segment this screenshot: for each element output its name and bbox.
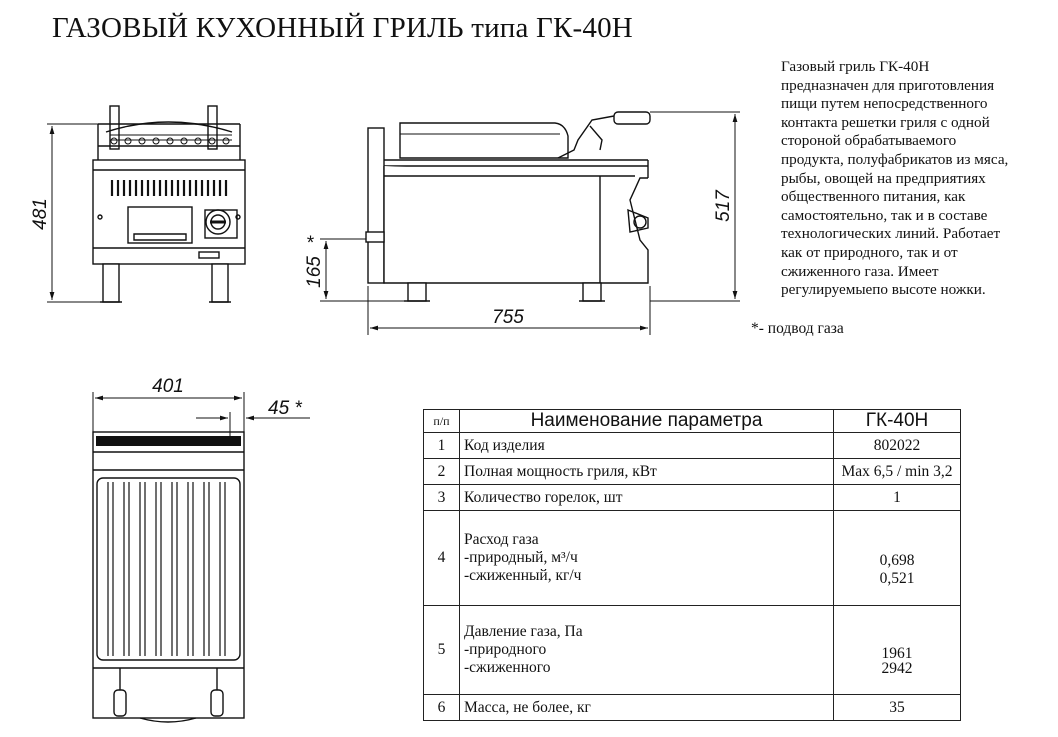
table-row: 6 Масса, не более, кг 35	[423, 694, 961, 721]
gas-inlet-note: *- подвод газа	[751, 320, 844, 337]
row-name: Масса, не более, кг	[459, 694, 834, 721]
dim-gas-inlet-star: *	[306, 233, 314, 254]
description-line: пищи путем непосредственного	[781, 95, 988, 113]
table-row: 5 Давление газа, Па -природного -сжиженн…	[423, 605, 961, 695]
table-row: 1 Код изделия 802022	[423, 432, 961, 459]
description-line: предназначен для приготовления	[781, 76, 995, 94]
row-name: Расход газа	[464, 531, 539, 548]
row-num: 4	[423, 510, 460, 606]
description-line: продукта, полуфабрикатов из мяса,	[781, 150, 1009, 168]
side-view-drawing	[365, 111, 651, 302]
row-value-group: 0,698 0,521	[833, 510, 961, 606]
description-line: самостоятельно, так и в составе	[781, 206, 988, 224]
header-value: ГК-40Н	[833, 409, 961, 433]
row-value: 802022	[833, 432, 961, 459]
row-name: Количество горелок, шт	[459, 484, 834, 511]
row-subname: -природного	[464, 641, 547, 658]
row-num: 3	[423, 484, 460, 511]
row-subvalue: 1961	[881, 645, 913, 662]
row-subvalue: 0,698	[879, 552, 915, 569]
description-line: стороной обрабатываемого	[781, 132, 957, 150]
dim-depth: 755	[492, 307, 524, 328]
description-line: контакта решетки гриля с одной	[781, 113, 990, 131]
row-subvalue: 0,521	[879, 570, 915, 587]
row-subvalue: 2942	[881, 660, 913, 677]
row-name: Код изделия	[459, 432, 834, 459]
page-title: ГАЗОВЫЙ КУХОННЫЙ ГРИЛЬ типа ГК-40Н	[52, 12, 633, 44]
dim-width: 401	[152, 376, 184, 397]
dim-front-height: 481	[30, 198, 51, 230]
description-line: как от природного, так и от	[781, 243, 958, 261]
top-view-drawing	[92, 431, 245, 723]
table-row: 3 Количество горелок, шт 1	[423, 484, 961, 511]
description-line: сжиженного газа. Имеет	[781, 262, 939, 280]
description-line: общественного питания, как	[781, 188, 966, 206]
header-name: Наименование параметра	[459, 409, 834, 433]
row-num: 1	[423, 432, 460, 459]
table-row: 4 Расход газа -природный, м³/ч -сжиженны…	[423, 510, 961, 606]
row-name-group: Давление газа, Па -природного -сжиженног…	[459, 605, 834, 695]
row-name: Давление газа, Па	[464, 623, 583, 640]
description-line: регулируемыепо высоте ножки.	[781, 281, 986, 299]
row-subname: -сжиженный, кг/ч	[464, 567, 582, 584]
dim-gas-inlet-height: 165	[304, 256, 325, 288]
product-description: Газовый гриль ГК-40Н предназначен для пр…	[781, 58, 1051, 300]
front-view-drawing	[92, 105, 246, 303]
row-name-group: Расход газа -природный, м³/ч -сжиженный,…	[459, 510, 834, 606]
description-line: Газовый гриль ГК-40Н	[781, 58, 930, 75]
dim-offset: 45 *	[268, 398, 302, 419]
row-name: Полная мощность гриля, кВт	[459, 458, 834, 485]
header-num: п/п	[423, 409, 460, 433]
row-value-group: 1961 2942	[833, 605, 961, 695]
row-num: 6	[423, 694, 460, 721]
row-value: 35	[833, 694, 961, 721]
table-row: 2 Полная мощность гриля, кВт Max 6,5 / m…	[423, 458, 961, 485]
description-line: технологических линий. Работает	[781, 225, 1001, 243]
row-value: 1	[833, 484, 961, 511]
row-subname: -природный, м³/ч	[464, 549, 578, 566]
row-num: 5	[423, 605, 460, 695]
row-num: 2	[423, 458, 460, 485]
row-subname: -сжиженного	[464, 659, 551, 676]
description-line: рыбы, овощей на предприятиях	[781, 169, 986, 187]
dim-side-height: 517	[713, 189, 734, 222]
table-header-row: п/п Наименование параметра ГК-40Н	[423, 409, 961, 433]
row-value: Max 6,5 / min 3,2	[833, 458, 961, 485]
spec-table: п/п Наименование параметра ГК-40Н 1 Код …	[423, 409, 961, 721]
